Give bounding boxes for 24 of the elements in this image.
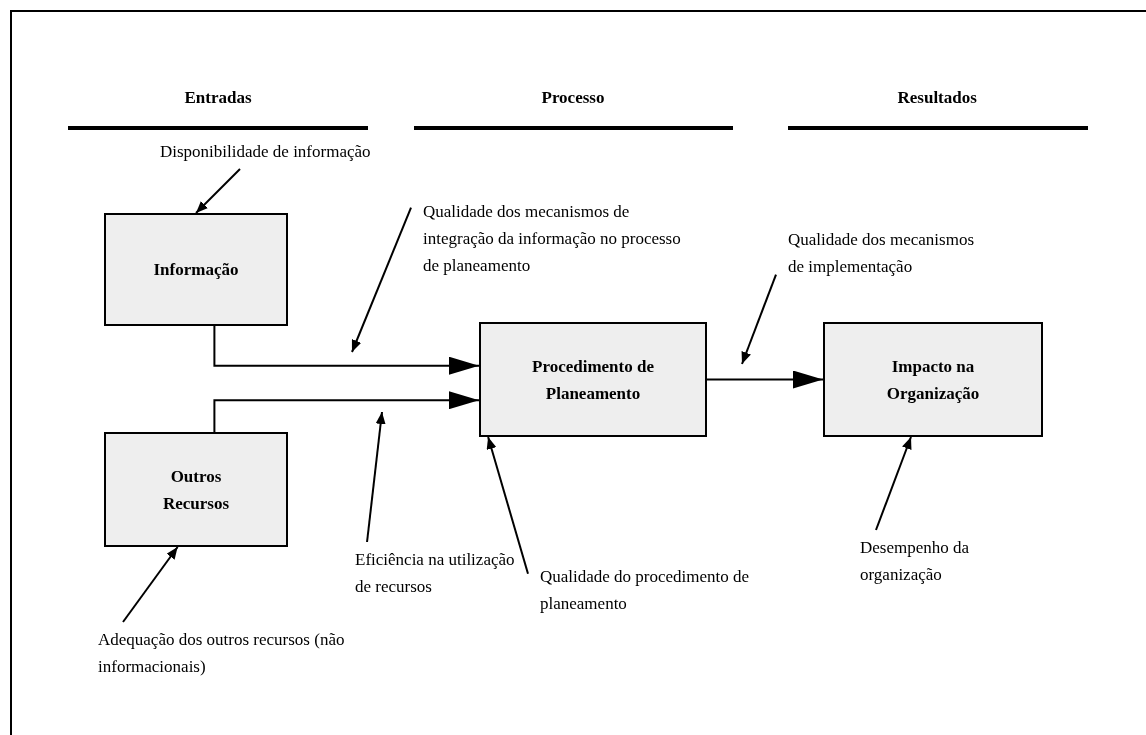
annotation-text: Adequação dos outros recursos (não informacionais) (98, 626, 348, 680)
leader-line (741, 273, 777, 365)
arrow (706, 370, 824, 389)
leader-line (486, 436, 529, 575)
leader-line (875, 436, 912, 531)
process-box: Impacto na Organização (823, 322, 1043, 437)
annotation-text: Qualidade do procedimento de planeamento (540, 563, 760, 617)
column-heading: Resultados (897, 88, 977, 108)
process-box: Outros Recursos (104, 432, 288, 547)
annotation-text: Qualidade dos mecanismos de implementação (788, 226, 988, 280)
leader-line (122, 546, 179, 623)
leader-line (351, 206, 412, 353)
arrow (213, 391, 480, 433)
column-heading: Processo (541, 88, 605, 108)
annotation-text: Eficiência na utilização de recursos (355, 546, 527, 600)
annotation-text: Qualidade dos mecanismos de integração da informação no processo de planeamento (423, 198, 698, 279)
column-heading: Entradas (184, 88, 252, 108)
annotation-text: Disponibilidade de informação (160, 138, 480, 165)
process-box: Procedimento de Planeamento (479, 322, 707, 437)
arrow (213, 325, 480, 375)
leader-line (366, 411, 386, 543)
process-box: Informação (104, 213, 288, 326)
leader-line (195, 168, 241, 214)
annotation-text: Desempenho da organização (860, 534, 1020, 588)
